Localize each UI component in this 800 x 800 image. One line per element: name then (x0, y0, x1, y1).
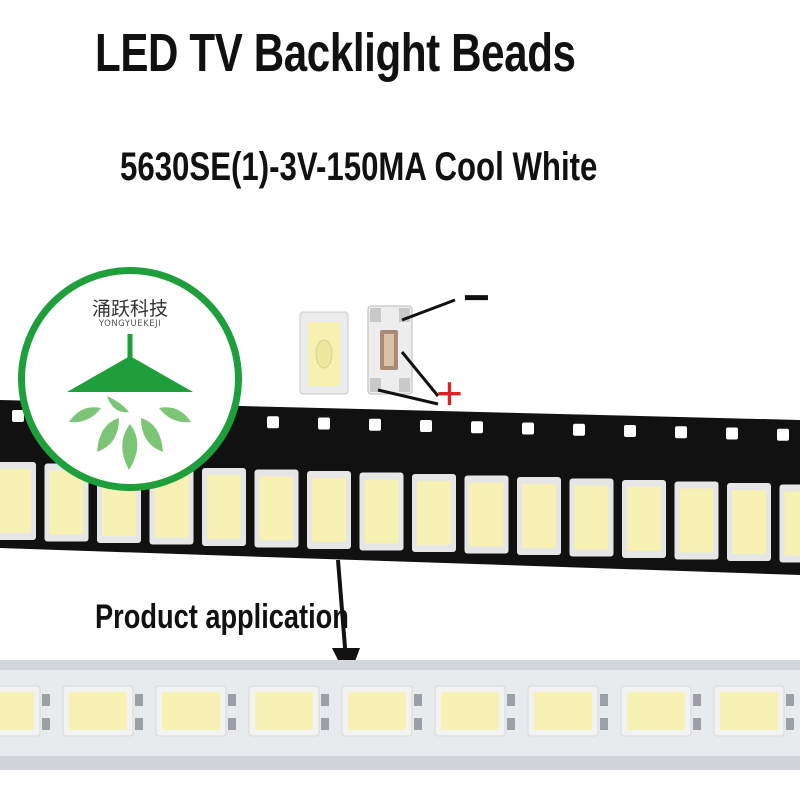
tape-led (307, 471, 351, 549)
led-strip-application (0, 660, 800, 770)
sprocket-hole (522, 422, 534, 435)
tape-led (44, 463, 89, 542)
strip-led (434, 685, 515, 737)
strip-led (713, 685, 794, 737)
sprocket-hole (675, 426, 687, 439)
strip-led (0, 685, 50, 737)
tape-led (727, 483, 771, 561)
brand-logo: 涌跃科技 YONGYUEKEJI (18, 267, 242, 491)
tape-led (202, 468, 246, 546)
minus-label: − (463, 271, 490, 323)
sprocket-hole (267, 416, 279, 429)
sprocket-hole (12, 410, 24, 422)
logo-english-text: YONGYUEKEJI (98, 319, 162, 329)
page-title: LED TV Backlight Beads (95, 23, 576, 83)
sprocket-hole (318, 417, 330, 430)
polarity-lines (377, 298, 456, 406)
strip-led (620, 685, 701, 737)
strip-led (527, 685, 608, 737)
logo-chinese-text: 涌跃科技 (91, 298, 168, 320)
tape-led (412, 474, 456, 552)
sprocket-hole (369, 418, 381, 431)
sprocket-hole (726, 427, 738, 440)
tape-led (569, 478, 614, 557)
sprocket-hole (777, 428, 789, 441)
plus-label: + (436, 367, 463, 419)
led-chip-front (299, 311, 349, 395)
strip-led (62, 685, 143, 737)
strip-led (341, 685, 422, 737)
tape-led (517, 477, 561, 555)
tape-led (464, 475, 509, 554)
product-spec: 5630SE(1)-3V-150MA Cool White (120, 145, 598, 189)
tape-led (779, 484, 800, 563)
strip-led (155, 685, 236, 737)
tape-led (674, 481, 719, 560)
sprocket-hole (624, 425, 636, 437)
lamp-with-leaves-icon (67, 334, 193, 470)
tape-led (359, 472, 404, 551)
led-chip-back (367, 305, 413, 395)
tape-led (0, 462, 36, 540)
application-label: Product application (95, 598, 349, 636)
strip-led (248, 685, 329, 737)
sprocket-hole (471, 421, 483, 434)
tape-led (622, 480, 666, 558)
sprocket-hole (573, 423, 585, 436)
tape-led (254, 469, 299, 548)
sprocket-hole (420, 420, 432, 432)
